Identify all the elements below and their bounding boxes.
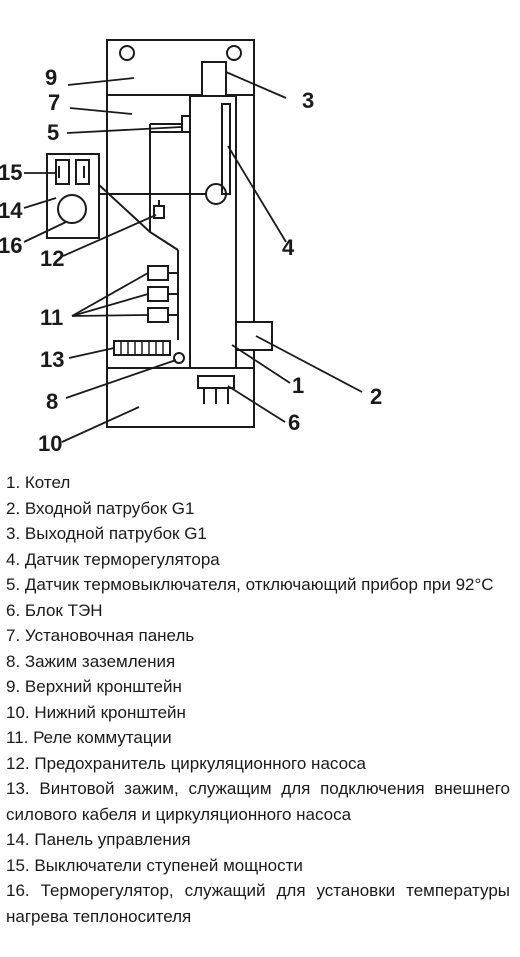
legend-item-14: 14. Панель управления: [6, 830, 191, 849]
callout-13: 13: [40, 347, 64, 372]
boiler-body: [189, 95, 237, 369]
callout-15: 15: [0, 160, 22, 185]
legend-list: 1. Котел 2. Входной патрубок G1 3. Выход…: [6, 470, 510, 929]
callout-4: 4: [282, 235, 295, 260]
thermostat-knob: [57, 194, 87, 224]
legend-item-12: 12. Предохранитель циркуляционного насос…: [6, 753, 367, 773]
callout-10: 10: [38, 431, 62, 456]
legend-item-16: 16. Терморегулятор, служащий для установ…: [6, 881, 510, 926]
legend-item-4: 4. Датчик терморегулятора: [6, 549, 220, 569]
legend-item-7: 7. Установочная панель: [6, 626, 195, 645]
legend-item-9: 9. Верхний кронштейн: [6, 677, 182, 696]
upper-bracket-hole-right: [226, 45, 242, 61]
ground-clamp: [173, 352, 185, 364]
callout-9: 9: [45, 65, 57, 90]
legend-item-1: 1. Котел: [6, 473, 71, 492]
legend-item-13: 13. Винтовой зажим, служащим для подключ…: [6, 779, 510, 824]
legend-item-8: 8. Зажим заземления: [6, 651, 176, 671]
upper-bracket-hole-left: [119, 45, 135, 61]
legend-item-2: 2. Входной патрубок G1: [6, 498, 195, 518]
callout-7: 7: [48, 90, 60, 115]
callout-11: 11: [40, 305, 63, 330]
callout-5: 5: [47, 120, 59, 145]
outlet-pipe: [201, 61, 227, 97]
power-switch-1: [55, 159, 70, 185]
callout-8: 8: [46, 389, 58, 414]
legend-item-3: 3. Выходной патрубок G1: [6, 524, 207, 543]
callout-14: 14: [0, 198, 23, 223]
legend-item-6: 6. Блок ТЭН: [6, 600, 103, 620]
callout-12: 12: [40, 246, 64, 271]
legend-item-5: 5. Датчик термовыключателя, отключающий …: [6, 575, 494, 594]
callout-6: 6: [288, 410, 300, 435]
callout-3: 3: [302, 88, 314, 113]
callout-1: 1: [292, 373, 304, 398]
legend-item-10: 10. Нижний кронштейн: [6, 702, 186, 722]
boiler-diagram: 9 7 5 15 14 16 12 11 13 8 10 3 4 1 2 6: [0, 39, 382, 456]
callout-2: 2: [370, 384, 382, 409]
legend-item-15: 15. Выключатели ступеней мощности: [6, 855, 303, 875]
power-switch-2: [75, 159, 90, 185]
callout-16: 16: [0, 233, 22, 258]
legend-item-11: 11. Реле коммутации: [6, 728, 172, 747]
inlet-pipe: [235, 321, 273, 351]
